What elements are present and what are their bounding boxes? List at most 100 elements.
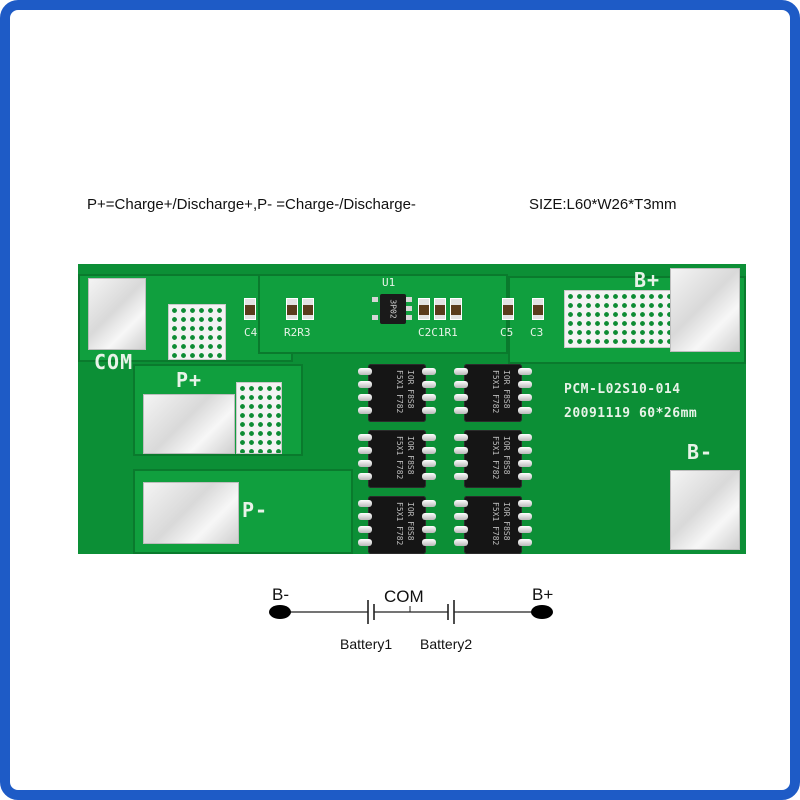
chip-pin (422, 434, 436, 441)
chip-pin (518, 539, 532, 546)
chip-pin (454, 460, 468, 467)
p-plus-pad (143, 394, 235, 454)
chip-pin (518, 407, 532, 414)
p-minus-pad (143, 482, 239, 544)
chip-pin (518, 500, 532, 507)
chip-pin (422, 513, 436, 520)
u1-label: U1 (382, 276, 396, 289)
mosfet-marking: IOR F8S8 F5X1 F782 (395, 436, 415, 480)
chip-pin (358, 460, 372, 467)
r2r3-label: R2R3 (284, 326, 311, 339)
resistor-r1 (450, 298, 462, 320)
pin-definition-text: P+=Charge+/Discharge+,P- =Charge-/Discha… (87, 196, 416, 213)
battery2-label: Battery2 (420, 636, 472, 652)
chip-pin (422, 500, 436, 507)
chip-pin (422, 473, 436, 480)
chip-pin (358, 394, 372, 401)
u1-lead (372, 297, 378, 302)
size-text: SIZE:L60*W26*T3mm (529, 196, 677, 213)
com-pad (88, 278, 146, 350)
schem-com-label: COM (384, 587, 424, 606)
mosfet-marking: IOR F8S8 F5X1 F782 (491, 370, 511, 414)
u1-marking: 3P02 (388, 299, 398, 319)
chip-pin (454, 368, 468, 375)
capacitor-c5 (502, 298, 514, 320)
chip-pin (422, 539, 436, 546)
b-plus-label: B+ (634, 268, 661, 292)
c2c1r1-label: C2C1R1 (418, 326, 458, 339)
com-via-field (168, 304, 226, 360)
chip-pin (518, 381, 532, 388)
mosfet-chip: IOR F8S8 F5X1 F782 (358, 496, 436, 554)
chip-pin (454, 447, 468, 454)
chip-pin (358, 447, 372, 454)
u1-lead (406, 315, 412, 320)
u1-lead (406, 306, 412, 311)
battery-schematic: B- COM B+ Battery1 Battery2 (269, 585, 553, 652)
pcb-board: COM P+ P- B+ B- PCM-L02S10-014 20091119 … (78, 264, 746, 554)
chip-pin (422, 407, 436, 414)
chip-pin (454, 473, 468, 480)
chip-pin (358, 539, 372, 546)
c5-label: C5 (500, 326, 514, 339)
b-minus-terminal (269, 605, 291, 619)
capacitor-c4 (244, 298, 256, 320)
mosfet-marking: IOR F8S8 F5X1 F782 (491, 502, 511, 546)
mosfet-marking: IOR F8S8 F5X1 F782 (395, 370, 415, 414)
chip-pin (454, 381, 468, 388)
mosfet-chip: IOR F8S8 F5X1 F782 (358, 364, 436, 422)
chip-pin (422, 394, 436, 401)
b-minus-pad (670, 470, 740, 550)
chip-pin (358, 526, 372, 533)
chip-pin (518, 473, 532, 480)
chip-pin (422, 460, 436, 467)
chip-pin (422, 381, 436, 388)
chip-pin (358, 434, 372, 441)
chip-pin (454, 500, 468, 507)
mosfet-marking: IOR F8S8 F5X1 F782 (395, 502, 415, 546)
chip-pin (518, 394, 532, 401)
chip-pin (518, 513, 532, 520)
chip-pin (358, 381, 372, 388)
chip-pin (358, 407, 372, 414)
chip-pin (454, 407, 468, 414)
chip-pin (518, 368, 532, 375)
mosfet-marking: IOR F8S8 F5X1 F782 (491, 436, 511, 480)
model-text: PCM-L02S10-014 (564, 382, 681, 397)
chip-pin (454, 394, 468, 401)
chip-pin (454, 526, 468, 533)
u1-lead (372, 315, 378, 320)
schem-b-plus-label: B+ (532, 585, 553, 604)
chip-pin (454, 539, 468, 546)
mosfet-chip: IOR F8S8 F5X1 F782 (454, 430, 532, 488)
chip-pin (358, 473, 372, 480)
resistor-r3 (302, 298, 314, 320)
b-minus-label: B- (687, 440, 714, 464)
chip-pin (518, 460, 532, 467)
chip-pin (518, 447, 532, 454)
mosfet-chip: IOR F8S8 F5X1 F782 (454, 364, 532, 422)
mosfet-chip: IOR F8S8 F5X1 F782 (358, 430, 436, 488)
capacitor-c3 (532, 298, 544, 320)
p-plus-via-field (236, 382, 282, 454)
chip-pin (422, 368, 436, 375)
date-size-text: 20091119 60*26mm (564, 406, 698, 421)
chip-pin (454, 513, 468, 520)
resistor-r2 (286, 298, 298, 320)
chip-pin (358, 368, 372, 375)
schem-b-minus-label: B- (272, 585, 289, 604)
chip-pin (518, 434, 532, 441)
battery1-label: Battery1 (340, 636, 392, 652)
com-label: COM (94, 350, 134, 374)
chip-pin (454, 434, 468, 441)
b-plus-terminal (531, 605, 553, 619)
chip-pin (422, 447, 436, 454)
b-plus-via-field (564, 290, 676, 348)
capacitor-c2 (418, 298, 430, 320)
b-plus-pad (670, 268, 740, 352)
p-minus-label: P- (242, 498, 269, 522)
mosfet-chip: IOR F8S8 F5X1 F782 (454, 496, 532, 554)
u1-lead (406, 297, 412, 302)
capacitor-c1 (434, 298, 446, 320)
